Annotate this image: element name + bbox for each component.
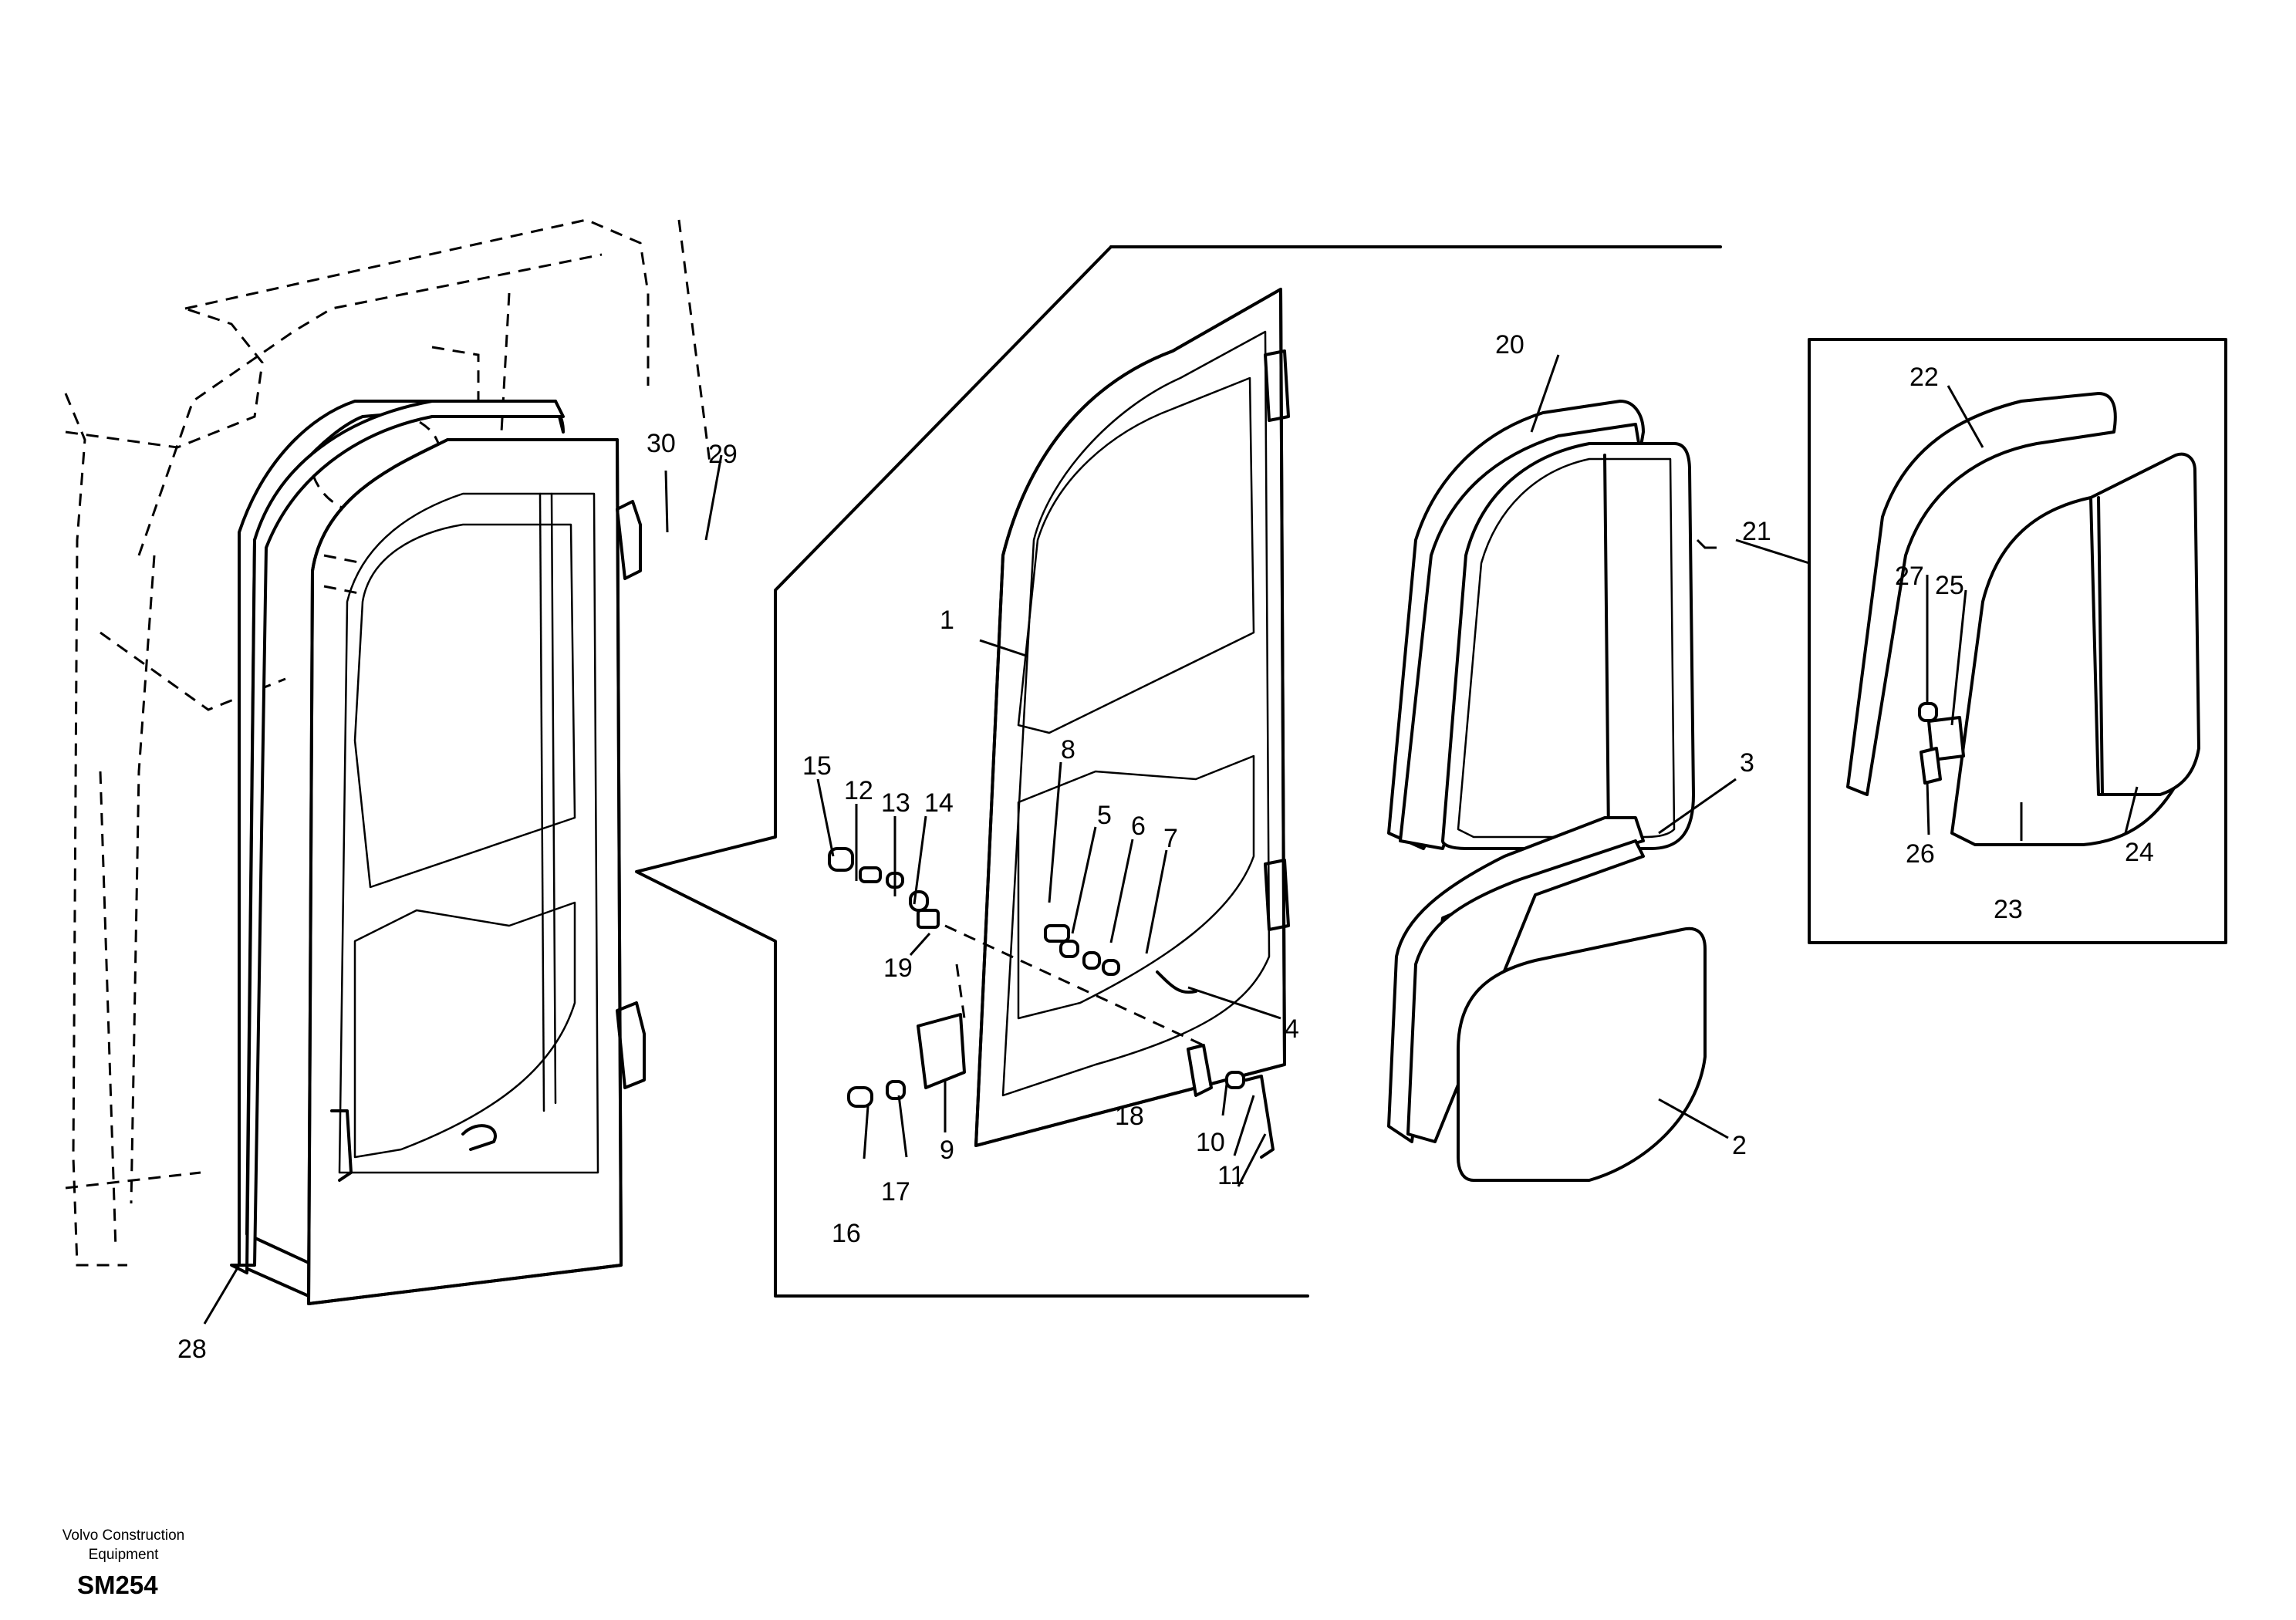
footer-brand-line2: Equipment bbox=[88, 1547, 159, 1563]
callout-18: 18 bbox=[1115, 1102, 1144, 1131]
callout-4: 4 bbox=[1285, 1014, 1299, 1044]
callout-1: 1 bbox=[940, 606, 954, 635]
callout-24: 24 bbox=[2125, 838, 2154, 867]
callout-8: 8 bbox=[1061, 735, 1075, 764]
callout-29: 29 bbox=[708, 440, 738, 469]
leader-lines bbox=[203, 354, 2139, 1325]
callout-23: 23 bbox=[1994, 895, 2023, 924]
callout-16: 16 bbox=[832, 1219, 861, 1248]
callout-20: 20 bbox=[1495, 330, 1524, 359]
callout-21: 21 bbox=[1742, 517, 1771, 546]
callout-19: 19 bbox=[883, 953, 913, 983]
lower-window-glass bbox=[1387, 816, 1707, 1182]
callout-15: 15 bbox=[802, 751, 832, 781]
inset-box bbox=[1808, 338, 2227, 944]
callout-7: 7 bbox=[1163, 824, 1178, 853]
callout-26: 26 bbox=[1906, 839, 1935, 869]
callout-22: 22 bbox=[1909, 363, 1939, 392]
callout-14: 14 bbox=[924, 788, 954, 818]
callout-9: 9 bbox=[940, 1136, 954, 1165]
detail-enclosure bbox=[635, 245, 1722, 1298]
callout-27: 27 bbox=[1895, 562, 1924, 591]
footer-brand-line1: Volvo Construction bbox=[62, 1527, 185, 1544]
door-seal bbox=[230, 400, 565, 1274]
callout-3: 3 bbox=[1740, 748, 1754, 778]
callout-6: 6 bbox=[1131, 812, 1146, 841]
callout-30: 30 bbox=[647, 429, 676, 458]
callout-11: 11 bbox=[1217, 1161, 1244, 1190]
callout-28: 28 bbox=[177, 1335, 207, 1364]
hardware-parts bbox=[828, 847, 1275, 1159]
callout-numbers: 1 2 3 4 5 6 7 8 9 10 11 12 13 14 15 16 1… bbox=[177, 330, 2154, 1364]
callout-25: 25 bbox=[1935, 571, 1964, 600]
door-frame-detail bbox=[974, 288, 1290, 1147]
footer-code: SM254 bbox=[77, 1571, 158, 1599]
callout-13: 13 bbox=[881, 788, 910, 818]
callout-10: 10 bbox=[1196, 1128, 1225, 1157]
callout-17: 17 bbox=[881, 1177, 910, 1207]
callout-5: 5 bbox=[1097, 801, 1112, 830]
upper-window-glass bbox=[1387, 400, 1695, 850]
assembled-door bbox=[238, 400, 646, 1305]
callout-12: 12 bbox=[844, 776, 873, 805]
callout-2: 2 bbox=[1732, 1131, 1747, 1160]
footer-brand: Volvo Construction Equipment bbox=[46, 1526, 201, 1564]
